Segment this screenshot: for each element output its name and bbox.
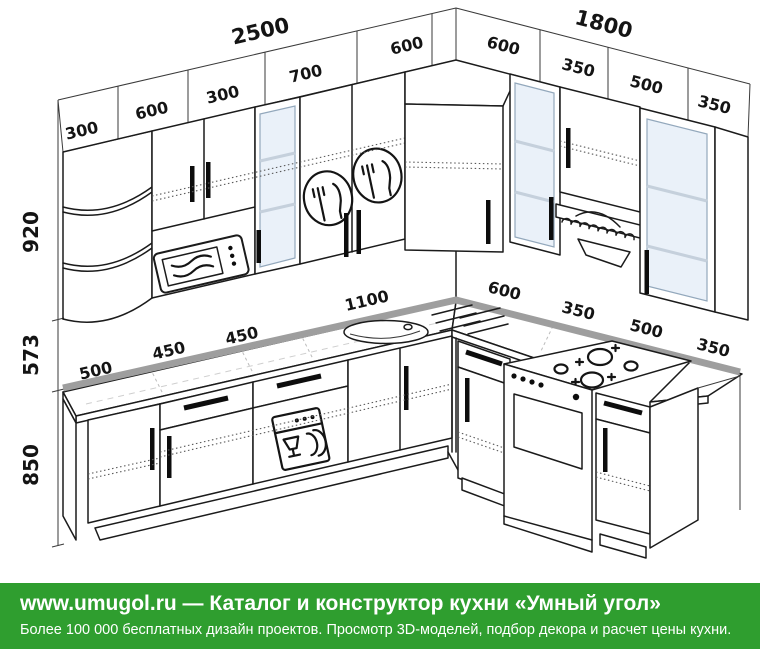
upper-cabinets-right — [509, 73, 749, 321]
footer-title: www.umugol.ru — Каталог и конструктор ку… — [20, 592, 661, 615]
footer-banner: www.umugol.ru — Каталог и конструктор ку… — [0, 583, 760, 649]
upper-cabinet-350-glass — [509, 73, 561, 256]
upper-cabinet-corner — [404, 59, 518, 253]
dim-height-base: 850 — [19, 444, 43, 486]
dim-top-left-0: 300 — [63, 118, 100, 144]
base-cabinet-450-dishwasher — [252, 359, 349, 485]
dim-counter-right-2: 500 — [628, 315, 665, 342]
dim-height-middle: 573 — [19, 334, 43, 376]
cutlery-plate-decor-icon — [302, 147, 403, 227]
hob-burners-icon — [553, 343, 639, 389]
dim-top-left-1: 600 — [133, 98, 170, 124]
base-cabinet-350-end — [595, 375, 741, 559]
upper-cabinet-600 — [151, 106, 256, 299]
upper-cabinets-left — [62, 71, 406, 323]
drainer-grooves-icon — [431, 304, 509, 335]
cooker — [503, 340, 692, 553]
sink-icon — [343, 319, 429, 345]
upper-cabinet-700 — [299, 71, 406, 265]
dim-top-right-1: 350 — [560, 54, 597, 81]
dishwasher-icon — [271, 407, 331, 471]
corner-base-door — [87, 403, 161, 524]
footer-subtitle: Более 100 000 бесплатных дизайн проектов… — [20, 622, 732, 638]
footer-gap — [0, 560, 760, 583]
wall-counter-band — [62, 296, 741, 392]
dim-top-left-4: 600 — [388, 33, 425, 59]
dim-counter-right-3: 350 — [695, 334, 732, 361]
upper-cabinet-300-glass — [254, 96, 301, 275]
plinth-right — [599, 533, 647, 559]
base-cabinet-450 — [159, 381, 254, 507]
base-cabinets-right — [457, 340, 741, 559]
microwave-icon — [152, 234, 250, 294]
dim-top-right-3: 350 — [696, 91, 733, 118]
countertop — [62, 296, 743, 424]
dim-right-total: 1800 — [572, 5, 635, 43]
dim-counter-right-0: 600 — [486, 277, 523, 304]
dim-top-right-2: 500 — [628, 71, 665, 98]
plinth-left — [94, 445, 449, 541]
dim-counter-right-1: 350 — [560, 297, 597, 324]
oven-icon — [503, 373, 593, 541]
dim-counter-left-3: 1100 — [343, 286, 391, 315]
extractor-hood-icon — [555, 203, 645, 268]
base-cabinets-left — [62, 335, 467, 541]
hood-cabinet-500 — [555, 86, 645, 268]
dimension-labels: 2500 1800 300 600 300 700 600 600 350 50… — [19, 5, 733, 486]
kitchen-drawing: 2500 1800 300 600 300 700 600 600 350 50… — [19, 5, 751, 559]
dim-top-left-3: 700 — [287, 61, 324, 87]
dim-top-left-2: 300 — [204, 82, 241, 108]
end-side-panel — [649, 387, 699, 549]
base-dotted-line — [159, 383, 453, 458]
corner-open-shelf-unit — [62, 130, 153, 323]
dim-top-right-0: 600 — [485, 32, 522, 59]
base-cabinet-350 — [457, 340, 511, 509]
dim-left-total: 2500 — [229, 13, 291, 50]
dim-height-upper: 920 — [19, 211, 43, 253]
upper-cabinet-350-glass-end — [639, 107, 749, 321]
